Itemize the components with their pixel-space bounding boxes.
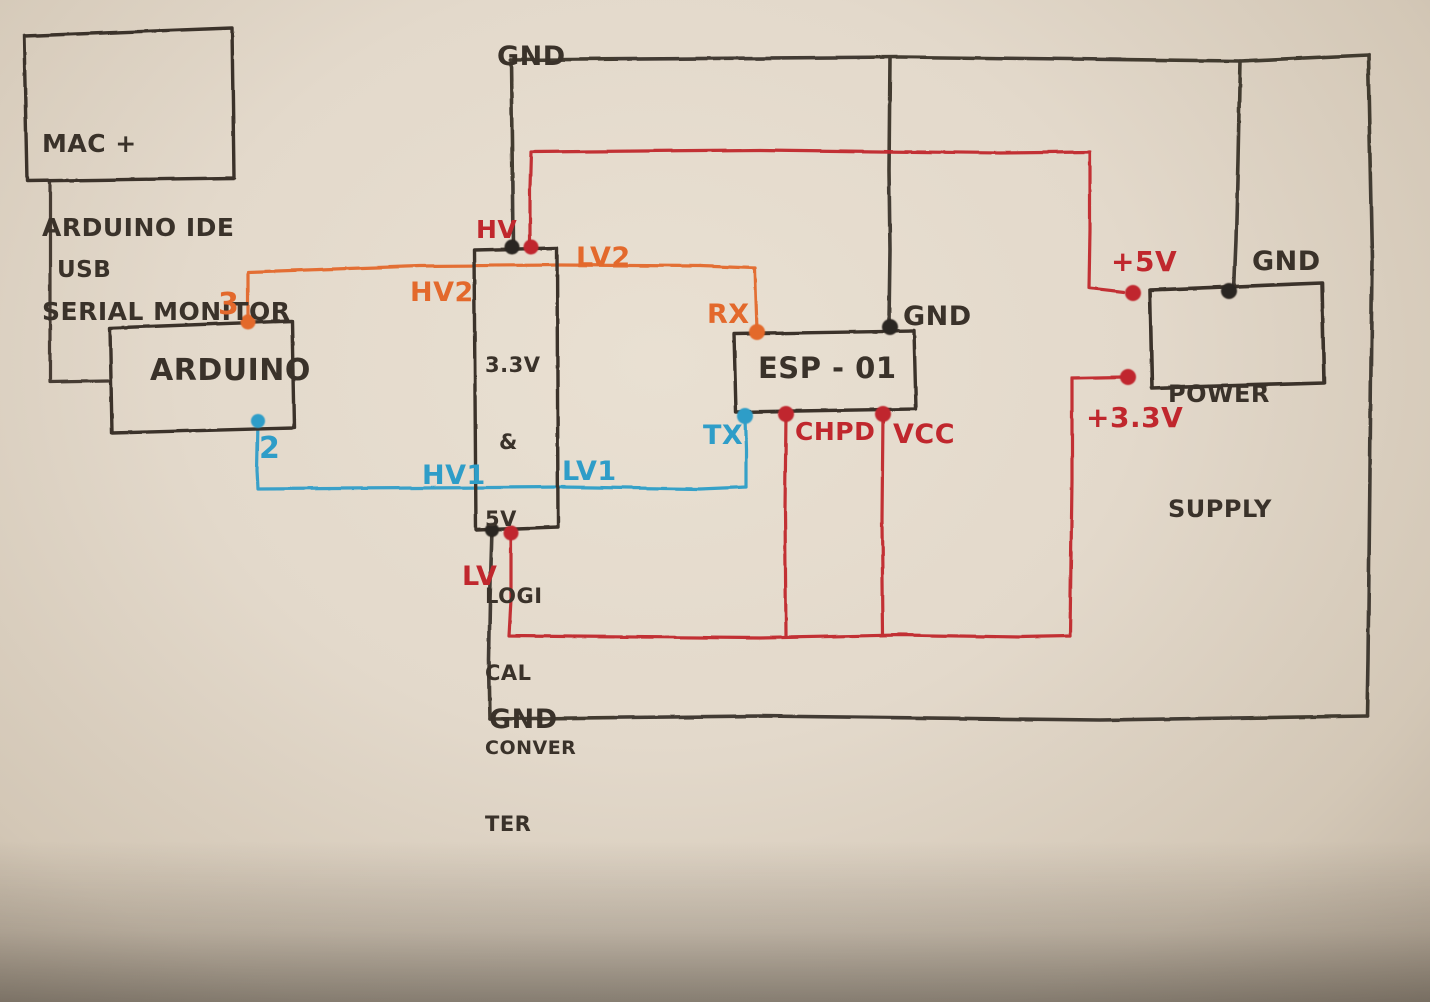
mac-box-outline (22, 26, 236, 183)
dot-psu-3v3 (1120, 369, 1136, 385)
dot-hv-converter-top (523, 239, 539, 255)
hv-5v-wire-red (528, 148, 1126, 294)
dot-esp-gnd (882, 319, 898, 335)
dot-arduino-pin3 (240, 314, 256, 330)
hv2-lv2-wire-orange (246, 263, 759, 332)
dot-esp-vcc (875, 406, 891, 422)
psu-box-outline (1148, 281, 1326, 390)
dot-psu-5v (1125, 285, 1141, 301)
gnd-net-black (487, 53, 1374, 722)
dot-esp-tx (737, 408, 753, 424)
dot-esp-chpd (778, 406, 794, 422)
lv-3v3-wire-red (507, 375, 1126, 640)
dot-psu-gnd (1221, 283, 1237, 299)
terminal-dots (240, 239, 1237, 541)
dot-esp-rx (749, 324, 765, 340)
dot-gnd-converter-bot (485, 523, 499, 537)
dot-gnd-converter-top (504, 239, 520, 255)
esp01-box-outline (732, 329, 918, 414)
dot-arduino-pin2 (251, 414, 265, 428)
arduino-box-outline (108, 319, 296, 435)
usb-wire (48, 180, 110, 384)
dot-lv-converter-bot (503, 525, 519, 541)
hv1-lv1-wire-blue (255, 416, 748, 491)
